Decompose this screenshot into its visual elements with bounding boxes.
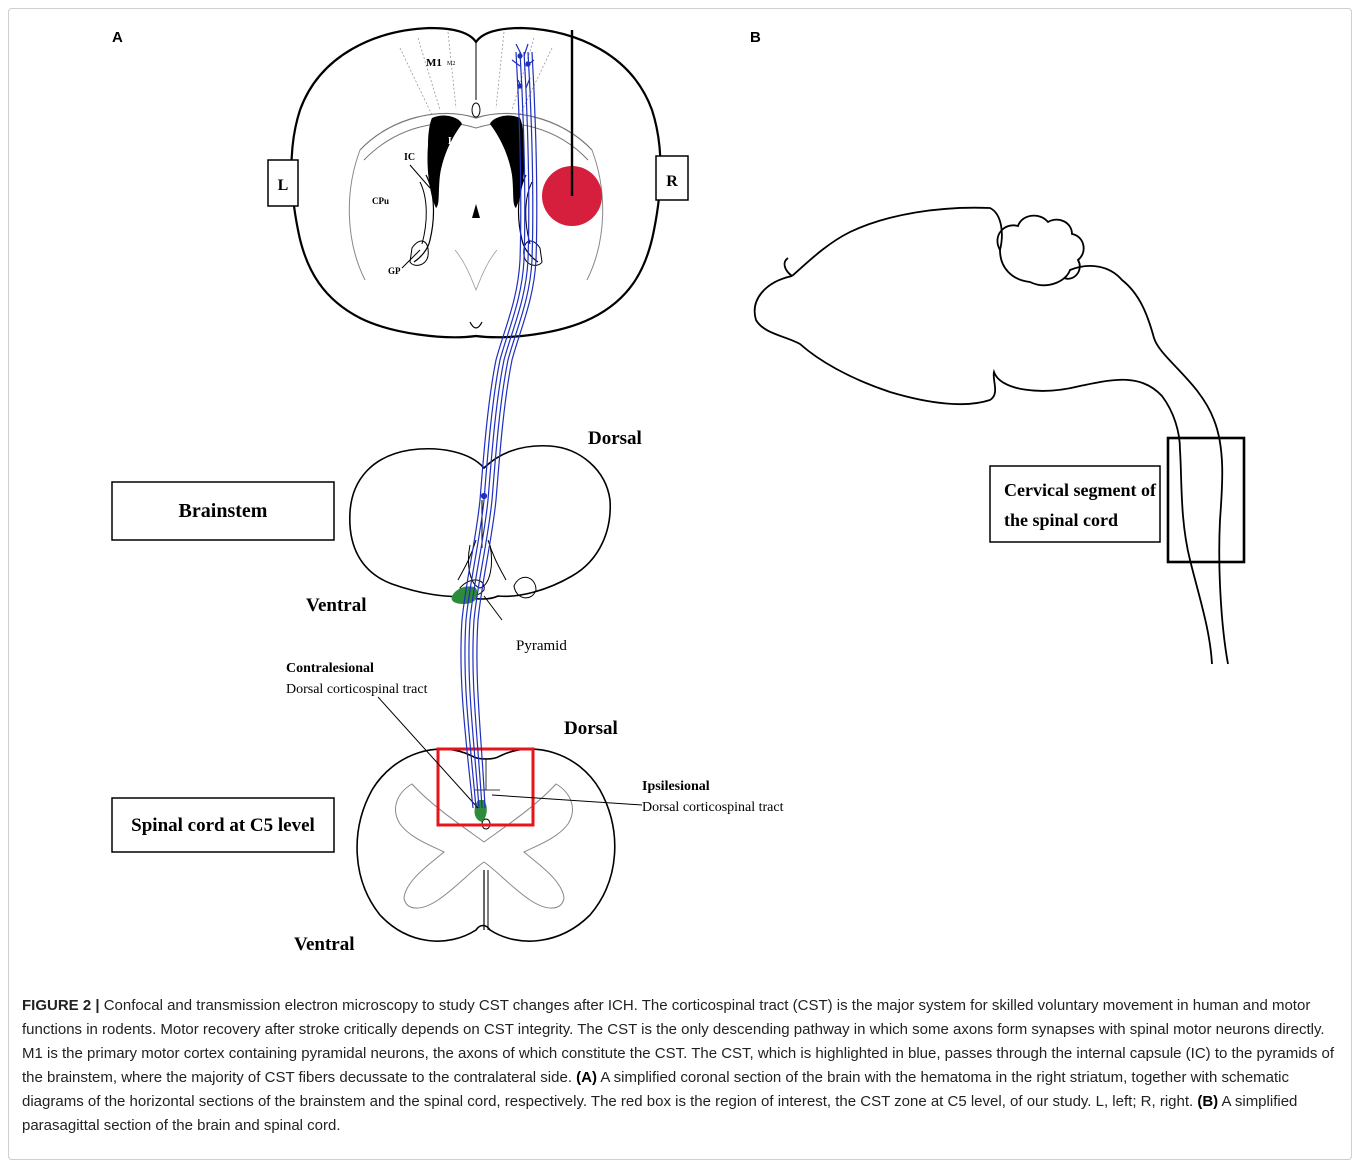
label-lv: LV xyxy=(448,136,462,147)
parasagittal-section xyxy=(755,208,1228,664)
brainstem-box: Brainstem xyxy=(112,482,334,540)
cervical-box-line2: the spinal cord xyxy=(1004,510,1118,530)
panel-label-a: A xyxy=(112,29,123,46)
ipsilesional-sub: Dorsal corticospinal tract xyxy=(642,800,784,815)
cervical-box-line1: Cervical segment of xyxy=(1004,480,1157,500)
brainstem-ventral-label: Ventral xyxy=(306,595,367,616)
caption-figure-label: FIGURE 2 | xyxy=(22,997,100,1014)
spinal-ventral-label: Ventral xyxy=(294,934,355,955)
figure-caption: FIGURE 2 | Confocal and transmission ele… xyxy=(22,994,1340,1138)
contralesional-sub: Dorsal corticospinal tract xyxy=(286,682,428,697)
caption-a-label: (A) xyxy=(576,1069,597,1086)
label-gp: GP xyxy=(388,266,401,276)
left-side-box: L xyxy=(268,160,298,206)
panel-label-b: B xyxy=(750,29,761,46)
label-m1: M1 xyxy=(426,57,442,69)
brainstem-box-label: Brainstem xyxy=(179,500,268,522)
spinal-cord-box: Spinal cord at C5 level xyxy=(112,798,334,852)
coronal-brain-section: M1 M2 LV IC CPu GP xyxy=(291,28,660,337)
label-right: R xyxy=(666,173,678,190)
label-m2: M2 xyxy=(447,61,455,67)
label-left: L xyxy=(278,177,289,194)
caption-b-label: (B) xyxy=(1197,1093,1218,1110)
brainstem-dorsal-label: Dorsal xyxy=(588,428,642,449)
right-side-box: R xyxy=(656,156,688,200)
contralesional-title: Contralesional xyxy=(286,661,374,676)
ipsilesional-title: Ipsilesional xyxy=(642,779,710,794)
pyramid-label: Pyramid xyxy=(516,638,567,654)
cervical-segment-box: Cervical segment of the spinal cord xyxy=(990,438,1244,562)
spinal-cord-section: Dorsal Ventral Contralesional Dorsal cor… xyxy=(286,661,784,955)
spinal-dorsal-label: Dorsal xyxy=(564,718,618,739)
label-ic: IC xyxy=(404,152,415,163)
spinal-cord-box-label: Spinal cord at C5 level xyxy=(131,815,315,836)
label-cpu: CPu xyxy=(372,196,389,206)
